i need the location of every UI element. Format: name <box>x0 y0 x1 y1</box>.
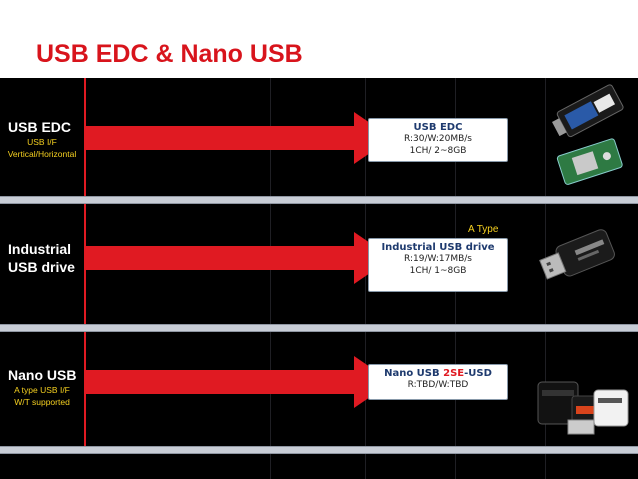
column-divider <box>365 78 366 479</box>
row-subtitle: W/T supported <box>14 397 70 407</box>
product-name: Nano USB 2SE-USD <box>369 365 507 379</box>
roadmap-arrow <box>84 356 392 408</box>
product-name: Industrial USB drive <box>381 242 495 253</box>
row-subtitle: A type USB I/F <box>14 385 70 395</box>
usb-edc-module-image <box>552 84 624 185</box>
page-title: USB EDC & Nano USB <box>36 40 303 68</box>
row-separator <box>0 324 638 332</box>
product-name-part: -USD <box>464 368 492 379</box>
column-divider <box>270 78 271 479</box>
row-label-industrial-usb: Industrial USB drive <box>0 240 84 276</box>
product-name-highlight: 2SE <box>443 368 465 379</box>
product-spec-line: 1CH/ 1~8GB <box>409 266 467 276</box>
column-divider <box>545 78 546 479</box>
product-name-part: Nano USB <box>384 368 444 379</box>
row-subtitle: USB I/F <box>27 137 57 147</box>
row-subtitle: Vertical/Horizontal <box>7 149 77 159</box>
product-spec-line: R:30/W:20MB/s <box>403 134 472 144</box>
row-title: Nano USB <box>8 367 77 383</box>
nano-usb-image <box>537 381 629 435</box>
product-spec-box: USB EDC R:30/W:20MB/s 1CH/ 2~8GB <box>368 118 508 162</box>
row-separator <box>0 446 638 454</box>
row-title: USB drive <box>8 259 75 275</box>
roadmap-arrow <box>84 112 392 164</box>
type-note: A Type <box>468 224 499 235</box>
row-title: USB EDC <box>8 119 72 135</box>
row-label-nano-usb: Nano USB A type USB I/F W/T supported <box>0 366 84 408</box>
product-spec-line: 1CH/ 2~8GB <box>409 146 467 156</box>
row-label-usb-edc: USB EDC USB I/F Vertical/Horizontal <box>0 118 84 160</box>
product-spec-line: R:TBD/W:TBD <box>407 380 469 390</box>
product-name: USB EDC <box>413 122 463 133</box>
row-separator <box>0 196 638 204</box>
product-spec-box: Nano USB 2SE-USD R:TBD/W:TBD <box>368 364 508 400</box>
row-title: Industrial <box>8 241 72 257</box>
industrial-usb-drive-image <box>539 229 615 280</box>
product-spec-box: Industrial USB drive R:19/W:17MB/s 1CH/ … <box>368 238 508 292</box>
product-spec-line: R:19/W:17MB/s <box>403 254 472 264</box>
roadmap-arrow <box>84 232 392 284</box>
